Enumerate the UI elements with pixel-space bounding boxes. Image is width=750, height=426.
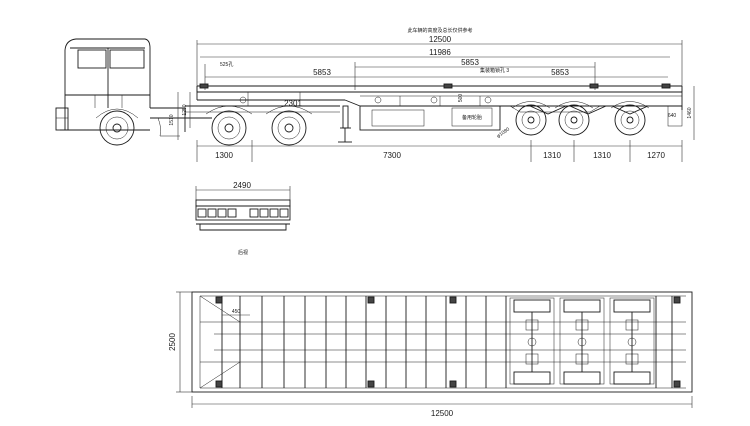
tractor-drive-wheel-2 (271, 110, 307, 146)
deck-height-label: 1510 (169, 114, 175, 125)
overall-length-label: 12500 (429, 35, 452, 44)
toolbox: 备用轮胎 (359, 105, 501, 131)
cross-members (221, 296, 673, 388)
rear-dim-label: 1270 (647, 151, 665, 160)
frame-depth-label: 500 (458, 94, 464, 103)
plan-width-label: 2500 (168, 333, 177, 351)
tractor-drive-wheel-1 (211, 110, 247, 146)
wheel-diameter-label: φ1080 (496, 126, 511, 139)
twistlock-note: 525孔 (220, 61, 233, 68)
landing-gear (338, 105, 352, 143)
toolbox-label: 备用轮胎 (462, 114, 482, 121)
side-elevation: 此车辆的高度及总长仅供参考 12500 11986 525孔 5853 5853… (55, 27, 695, 162)
frame-length-label: 11986 (429, 48, 451, 57)
plan-offset-label: 450 (232, 309, 241, 315)
rear-height-label: 640 (668, 113, 677, 119)
trailer-wheel-1 (511, 101, 551, 136)
end-view-caption: 后视 (238, 249, 248, 256)
front-dim-label: 1300 (215, 151, 233, 160)
trailer-wheel-2 (554, 101, 594, 136)
pitch-right-label: 5853 (551, 68, 569, 77)
twistlock-markers (215, 296, 681, 388)
pitch-mid-label: 5853 (461, 58, 479, 67)
end-width-label: 2490 (233, 181, 251, 190)
axle-assembly-2 (559, 297, 605, 385)
tractor-front-wheel (95, 108, 139, 146)
mid-dim-label: 7300 (383, 151, 401, 160)
end-view: 2490 后视 (195, 181, 291, 256)
tractor-cab (55, 38, 212, 137)
axle-assembly-3 (609, 297, 655, 385)
plan-view: 450 2500 12500 (168, 291, 693, 418)
pitch-left-label: 5853 (313, 68, 331, 77)
dimension-note: 此车辆的高度及总长仅供参考 (407, 27, 472, 34)
axle1-dim-label: 1310 (543, 151, 561, 160)
axle-assembly-1 (509, 297, 555, 385)
left-height-label: 1250 (182, 104, 188, 115)
twistlock-note-mid: 集装箱锁孔 3 (480, 67, 509, 74)
trailer-wheel-3 (610, 101, 650, 136)
plan-length-label: 12500 (431, 409, 454, 418)
suspension (509, 105, 649, 115)
axle2-dim-label: 1310 (593, 151, 611, 160)
fifth-wheel-label: 2301 (284, 99, 302, 108)
total-height-label: 1460 (687, 107, 693, 118)
